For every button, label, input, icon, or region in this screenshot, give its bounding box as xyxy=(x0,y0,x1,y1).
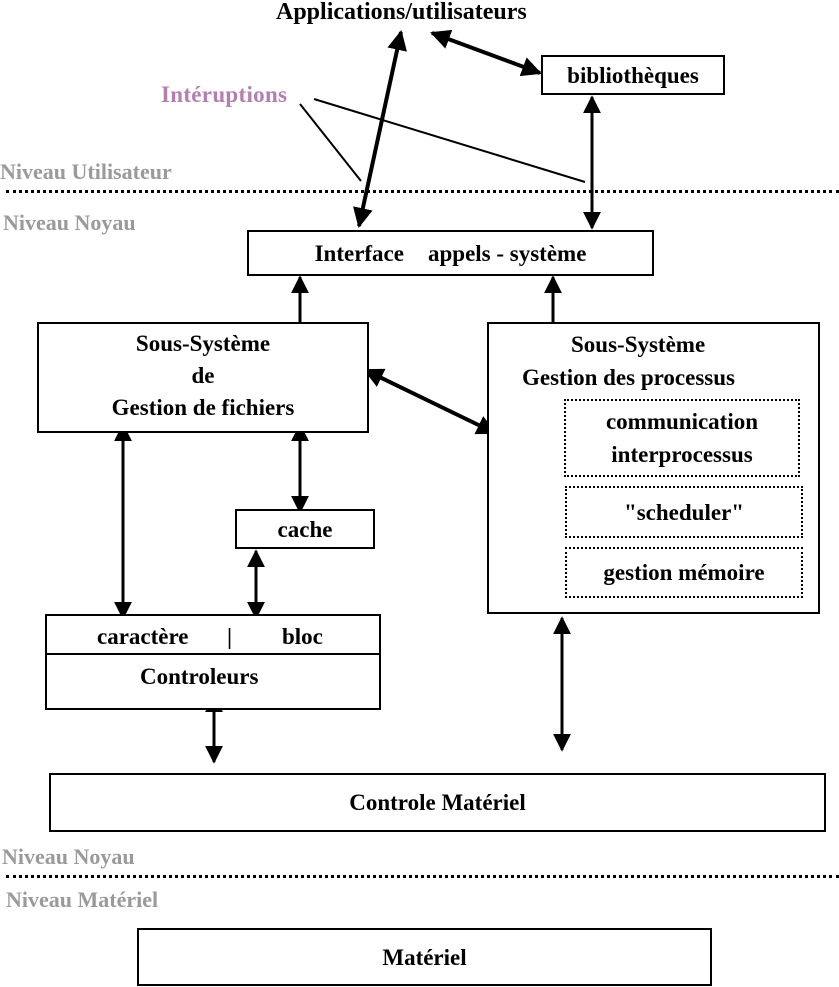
driver-type-separator: | xyxy=(227,624,233,649)
hardware-label: Matériel xyxy=(382,944,467,970)
drivers-type-row: caractère | bloc xyxy=(47,616,379,655)
syscall-calls-label: appels - système xyxy=(427,240,587,266)
ipc-line2: interprocessus xyxy=(611,442,753,467)
level-user-label: Niveau Utilisateur xyxy=(0,159,172,184)
controllers-label: Controleurs xyxy=(140,664,259,689)
arrow-apps-syscall xyxy=(353,30,407,228)
syscall-interface-box: Interface appels - système xyxy=(247,230,654,276)
block-driver-label: bloc xyxy=(282,624,323,649)
libraries-box: bibliothèques xyxy=(541,55,725,95)
hardware-box: Matériel xyxy=(137,928,712,986)
level-hardware-label: Niveau Matériel xyxy=(6,887,159,912)
interrupt-line-1 xyxy=(299,103,362,182)
interrupts-label: Intéruptions xyxy=(161,82,288,107)
hardware-control-box: Controle Matériel xyxy=(49,773,826,832)
cache-box: cache xyxy=(235,509,375,549)
user-kernel-divider xyxy=(6,190,839,193)
char-driver-label: caractère xyxy=(97,624,189,649)
scheduler-label: "scheduler" xyxy=(623,499,745,525)
process-subsystem-line1: Sous-Système xyxy=(571,332,706,357)
file-subsystem-box: Sous-Système de Gestion de fichiers xyxy=(37,322,369,433)
ipc-line1: communication xyxy=(605,409,759,434)
cache-label: cache xyxy=(277,516,333,542)
scheduler-module-box: "scheduler" xyxy=(565,486,803,538)
arrow-apps-libraries xyxy=(430,29,542,77)
memory-module-box: gestion mémoire xyxy=(565,547,803,598)
libraries-label: bibliothèques xyxy=(567,62,699,88)
process-subsystem-box: Sous-Système Gestion des processus commu… xyxy=(487,322,820,614)
level-kernel-top-label: Niveau Noyau xyxy=(3,210,136,235)
kernel-hardware-divider xyxy=(6,875,839,878)
file-subsystem-line2: de xyxy=(191,363,215,388)
memory-management-label: gestion mémoire xyxy=(603,560,765,585)
file-subsystem-line3: Gestion de fichiers xyxy=(111,395,295,420)
file-subsystem-line1: Sous-Système xyxy=(135,331,271,356)
syscall-interface-label: Interface xyxy=(314,240,404,266)
process-subsystem-line2: Gestion des processus xyxy=(522,365,735,390)
arrow-files-process xyxy=(363,368,497,435)
ipc-module-box: communication interprocessus xyxy=(564,399,800,477)
interrupt-line-2 xyxy=(313,98,586,183)
applications-users-label: Applications/utilisateurs xyxy=(276,0,527,25)
drivers-box: caractère | bloc Controleurs xyxy=(45,614,381,710)
hardware-control-label: Controle Matériel xyxy=(349,790,526,815)
level-kernel-bottom-label: Niveau Noyau xyxy=(2,844,135,869)
